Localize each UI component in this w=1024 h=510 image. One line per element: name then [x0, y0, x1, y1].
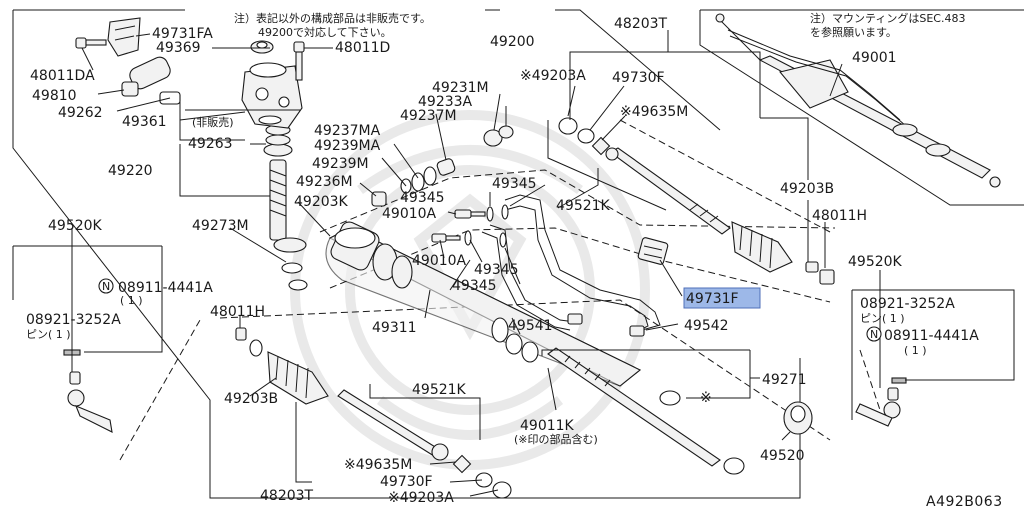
assembly-boundary-49001 — [699, 9, 1024, 206]
boot-49203B-right — [731, 221, 835, 285]
solenoid-49810 — [121, 56, 181, 105]
label-49730F-top[interactable]: 49730F — [612, 70, 665, 86]
label-49011K[interactable]: 49011K — [520, 418, 575, 434]
label-49203K[interactable]: 49203K — [294, 194, 349, 210]
n-symbol-right-letter: N — [870, 328, 878, 341]
label-48011DA[interactable]: 48011DA — [30, 68, 95, 84]
label-48011H-right[interactable]: 48011H — [812, 208, 867, 224]
valve-body-49262 — [241, 40, 303, 129]
label-08921-left[interactable]: 08921-3252A — [26, 312, 121, 328]
label-49203B-right[interactable]: 49203B — [780, 181, 834, 197]
label-49345-b[interactable]: 49345 — [400, 190, 445, 206]
label-49203A-bottom[interactable]: ※49203A — [388, 490, 454, 506]
label-49810[interactable]: 49810 — [32, 88, 77, 104]
label-49311[interactable]: 49311 — [372, 320, 417, 336]
label-49237M[interactable]: 49237M — [400, 108, 457, 124]
mount-insulator-49520 — [783, 401, 813, 435]
label-nonsale: (非販売) — [192, 116, 234, 129]
label-08911-left[interactable]: 08911-4441A — [118, 280, 213, 296]
label-49233A[interactable]: 49233A — [418, 94, 473, 110]
label-49271[interactable]: 49271 — [762, 372, 807, 388]
highlight-box-49731F — [683, 287, 761, 309]
n-symbol-right — [866, 326, 882, 342]
label-08921-right[interactable]: 08921-3252A — [860, 296, 955, 312]
diagram-reference-code: A492B063 — [926, 494, 1003, 510]
label-49010A-a[interactable]: 49010A — [382, 206, 437, 222]
tie-rod-end-box-left — [12, 228, 163, 372]
label-49635M-bottom[interactable]: ※49635M — [344, 457, 412, 473]
label-49520[interactable]: 49520 — [760, 448, 805, 464]
bolt-48011D — [293, 41, 305, 81]
bolt-48011DA — [75, 37, 107, 49]
note-mounting-1: 注）マウンティングはSEC.483 — [810, 11, 965, 25]
tie-rod-end-49520K-right — [855, 377, 907, 427]
label-49203B-left[interactable]: 49203B — [224, 391, 278, 407]
label-49011K-note: (※印の部品含む) — [514, 432, 598, 446]
label-49010A-b[interactable]: 49010A — [412, 253, 467, 269]
label-49220[interactable]: 49220 — [108, 163, 153, 179]
label-49521K-top[interactable]: 49521K — [556, 198, 611, 214]
label-48011D[interactable]: 48011D — [335, 40, 390, 56]
leader-lines — [71, 30, 881, 497]
dashed-guide-lines — [119, 119, 881, 461]
label-48011H-left[interactable]: 48011H — [210, 304, 265, 320]
label-49731F[interactable]: 49731F — [686, 291, 739, 307]
seal-stack-upper — [371, 125, 514, 207]
assembly-boundary-49200 — [12, 9, 801, 499]
label-49239M[interactable]: 49239M — [312, 156, 369, 172]
label-49239MA[interactable]: 49239MA — [314, 138, 381, 154]
label-49203A-top[interactable]: ※49203A — [520, 68, 586, 84]
label-49237MA[interactable]: 49237MA — [314, 123, 381, 139]
boot-49203B-left — [235, 327, 329, 405]
part-labels: 49731FA 49369 49200 48011D 48011DA 49810… — [26, 16, 979, 506]
pinion-assembly-49220 — [263, 124, 308, 291]
banjo-bolts-49010A — [431, 204, 509, 248]
inner-tie-rod-48203T-lower — [337, 389, 512, 499]
note-nonsale-1: 注）表記以外の構成部品は非販売です。 — [234, 11, 431, 25]
inner-tie-rod-48203T-upper — [558, 117, 731, 235]
rack-housing-49311 — [325, 221, 642, 387]
note-mounting-2: を参照願います。 — [810, 25, 897, 39]
label-49541[interactable]: 49541 — [508, 318, 553, 334]
n-symbol-left — [98, 278, 114, 294]
pin-left: ピン( 1 ) — [26, 328, 71, 341]
label-49200[interactable]: 49200 — [490, 34, 535, 50]
label-49520K-left[interactable]: 49520K — [48, 218, 103, 234]
label-49369[interactable]: 49369 — [156, 40, 201, 56]
label-49521K-bottom[interactable]: 49521K — [412, 382, 467, 398]
label-49345-d[interactable]: 49345 — [452, 278, 497, 294]
label-49520K-right[interactable]: 49520K — [848, 254, 903, 270]
label-49731FA[interactable]: 49731FA — [152, 26, 213, 42]
label-49345-a[interactable]: 49345 — [492, 176, 537, 192]
bracket-49731F — [637, 237, 669, 265]
label-49273M[interactable]: 49273M — [192, 218, 249, 234]
label-49001[interactable]: 49001 — [852, 50, 897, 66]
label-48203T-top[interactable]: 48203T — [614, 16, 668, 32]
label-49542[interactable]: 49542 — [684, 318, 729, 334]
bracket-49731FA — [107, 17, 141, 57]
qty-left: ( 1 ) — [120, 294, 143, 307]
label-08911-right[interactable]: 08911-4441A — [884, 328, 979, 344]
label-49262[interactable]: 49262 — [58, 105, 103, 121]
rack-overview-49001 — [715, 13, 1001, 188]
label-49231M[interactable]: 49231M — [432, 80, 489, 96]
pin-right: ピン( 1 ) — [860, 312, 905, 325]
label-star: ※ — [700, 390, 712, 406]
label-49361[interactable]: 49361 — [122, 114, 167, 130]
tie-rod-end-49520K-left — [63, 349, 113, 433]
qty-right: ( 1 ) — [904, 344, 927, 357]
note-nonsale-2: 49200で対応して下さい。 — [258, 25, 392, 39]
label-49236M[interactable]: 49236M — [296, 174, 353, 190]
label-48203T-bottom[interactable]: 48203T — [260, 488, 314, 504]
n-symbol-left-letter: N — [102, 280, 110, 293]
label-49345-c[interactable]: 49345 — [474, 262, 519, 278]
rack-bar-49271 — [505, 333, 745, 475]
pressure-pipes-49541-49542 — [481, 194, 661, 337]
label-49635M-top[interactable]: ※49635M — [620, 104, 688, 120]
label-49263[interactable]: 49263 — [188, 136, 233, 152]
notes: 注）表記以外の構成部品は非販売です。 49200で対応して下さい。 注）マウンテ… — [234, 11, 965, 39]
label-49730F-bottom[interactable]: 49730F — [380, 474, 433, 490]
